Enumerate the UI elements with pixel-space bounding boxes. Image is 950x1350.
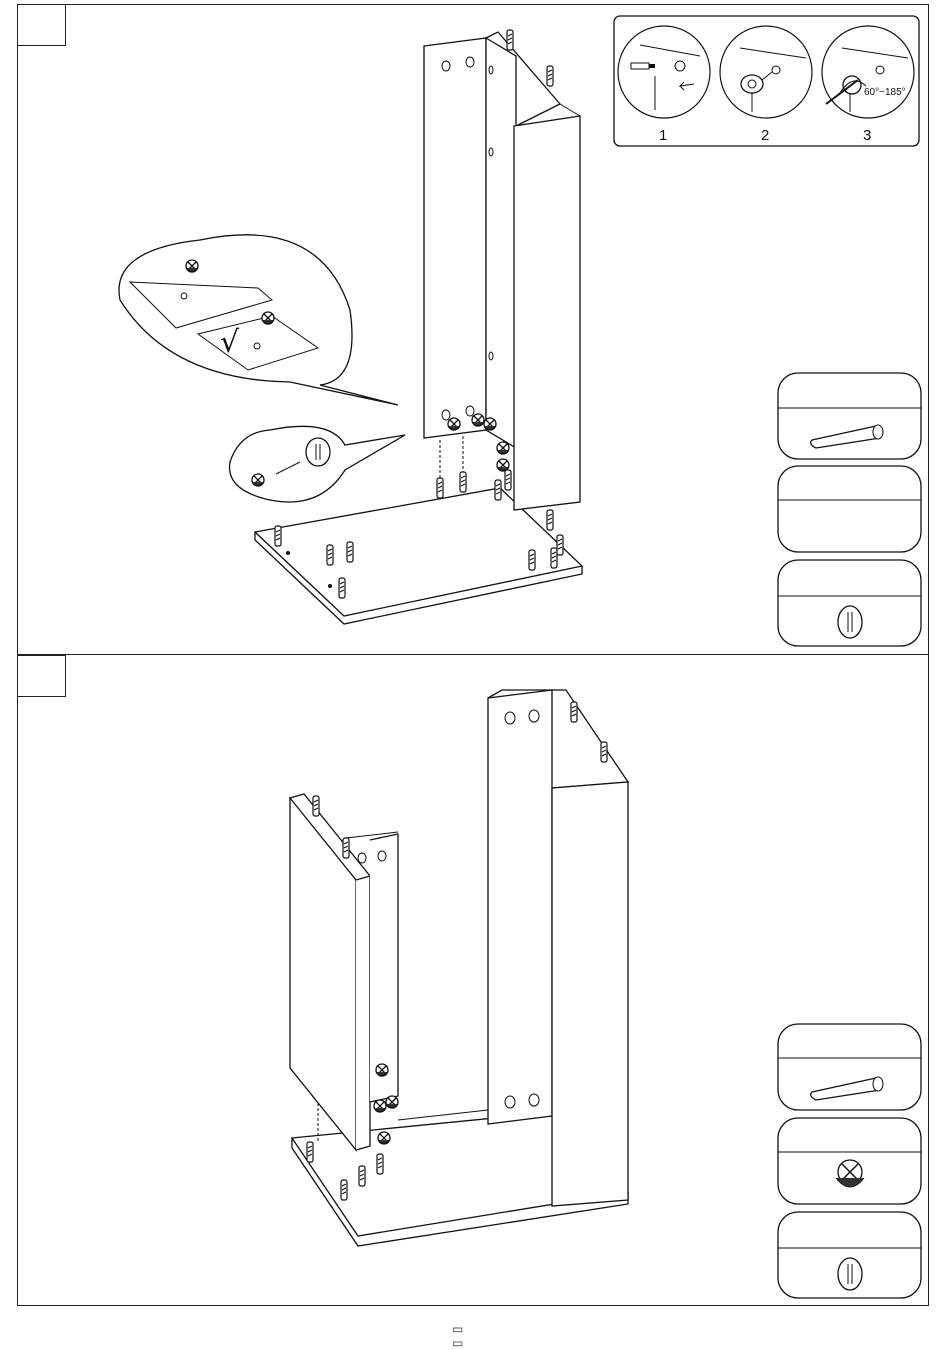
instruction-step-2-label: 2	[761, 127, 769, 144]
instruction-step-1-label: 1	[659, 127, 667, 144]
step-1-hardware-legend	[778, 373, 950, 1052]
cam-hole-cover-icon	[838, 606, 862, 638]
rotation-angle-label: 60°~185°	[864, 87, 906, 98]
step-1-base-panel	[255, 488, 582, 624]
step-1-side-panels	[424, 30, 580, 530]
step-2-hardware-legend	[778, 1024, 921, 1298]
cam-hole-cover-icon	[838, 1258, 862, 1290]
page-number-marks: ▭ ▭	[452, 1322, 512, 1336]
instruction-step-3-label: 3	[863, 127, 871, 144]
step-2-left-panels	[290, 794, 398, 1150]
cam-lock-icon	[836, 1160, 864, 1187]
cover-detail-callout	[230, 426, 406, 502]
cam-lock-instruction-panel: 60°~185° 1 2 3	[614, 16, 919, 146]
correct-check-mark: √	[220, 325, 240, 360]
cam-detail-callout: √	[119, 235, 398, 405]
